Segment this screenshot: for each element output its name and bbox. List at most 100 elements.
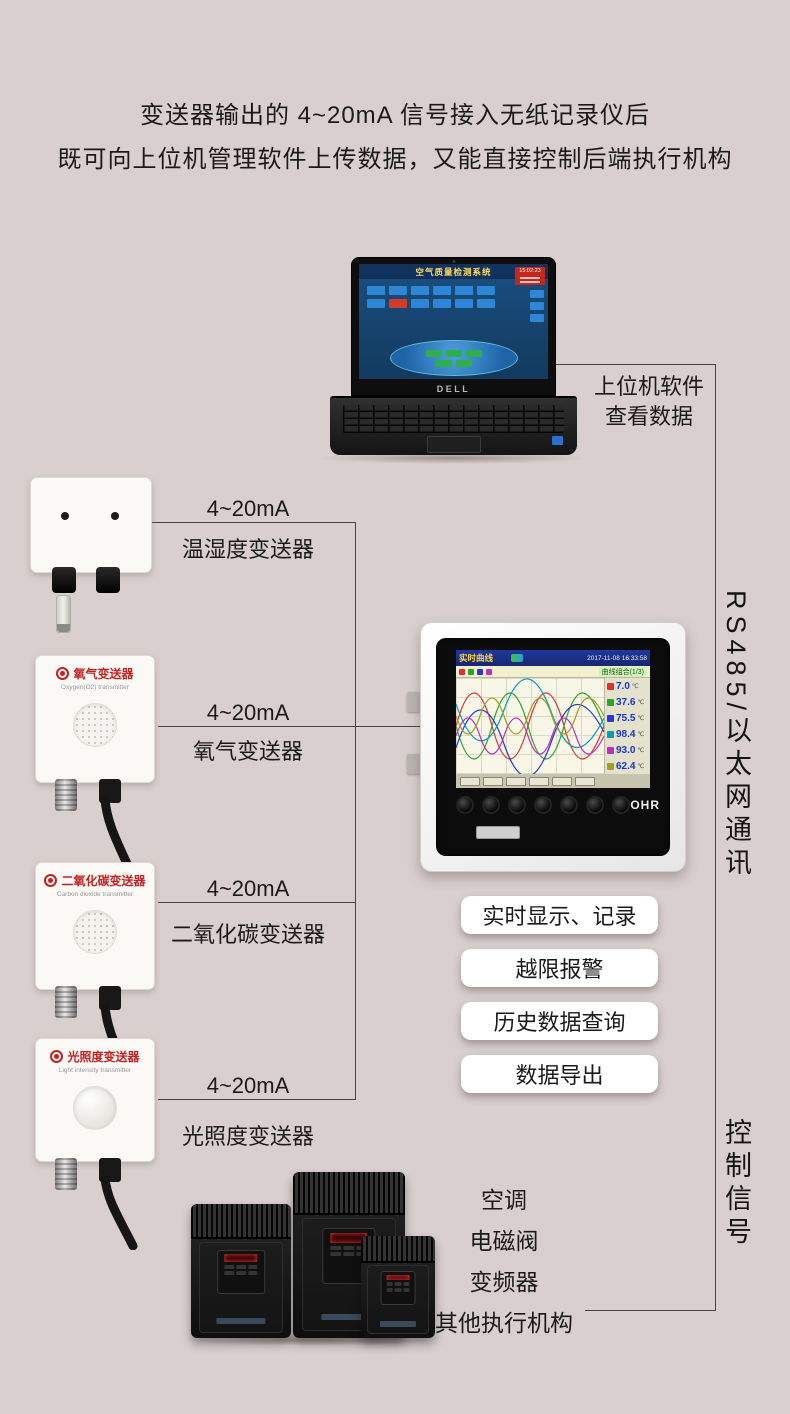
control-label: 控制信号 (721, 1118, 751, 1250)
channel-color-chip (607, 698, 614, 706)
metal-gland (55, 986, 77, 1018)
indicator-dot (61, 512, 69, 520)
led-display (330, 1233, 368, 1244)
recorder-plot-row: 7.0 ℃ 37.6 ℃ 75.5 ℃ (456, 678, 650, 774)
brand-strip (216, 1317, 266, 1324)
channel-unit: ℃ (631, 683, 639, 690)
device-body: 二氧化碳变送器 Carbon dioxide transmitter (35, 862, 155, 990)
transmitter-caption-2: 氧气变送器 (192, 739, 303, 764)
oxygen-transmitter-device: 氧气变送器 Oxygen(O2) transmitter (35, 655, 155, 881)
cable (100, 1176, 138, 1250)
panel-button (482, 796, 500, 814)
cable-gland (52, 567, 76, 593)
device-subtitle: Light intensity transmitter (58, 1067, 132, 1074)
device-title: 氧气变送器 (73, 667, 134, 681)
app-tile (455, 286, 473, 295)
sensor-probe (56, 595, 71, 633)
temp-humidity-transmitter-device (30, 477, 152, 637)
side-button (530, 302, 544, 310)
feature-badge-realtime: 实时显示、记录 (461, 896, 658, 934)
device-body: 光照度变送器 Light intensity transmitter (35, 1038, 155, 1162)
line-transmitter-2 (158, 726, 425, 727)
actuator-list: 空调 电磁阀 变频器 其他执行机构 (420, 1180, 588, 1344)
channel-list: 7.0 ℃ 37.6 ℃ 75.5 ℃ (604, 678, 650, 774)
device-title: 二氧化碳变送器 (61, 874, 146, 888)
side-button (530, 290, 544, 298)
device-subtitle: Oxygen(O2) transmitter (61, 684, 129, 691)
device-logo-icon (56, 667, 70, 680)
channel-value: 93.0 (616, 744, 636, 756)
sensor-dome (73, 1086, 117, 1130)
toolbar-button (529, 776, 549, 786)
curve-group-label: 曲线组合(1/3) (598, 666, 647, 677)
line-transmitter-4 (158, 1099, 355, 1100)
side-button (530, 314, 544, 322)
software-clock-panel: 15:02:23 (515, 267, 545, 285)
software-time: 15:02:23 (519, 268, 541, 274)
channel-color-chip (607, 762, 614, 770)
signal-label-4: 4~20mA (206, 1073, 290, 1098)
laptop-sticker (552, 436, 563, 445)
app-tile (455, 299, 473, 308)
device-body: 氧气变送器 Oxygen(O2) transmitter (35, 655, 155, 783)
laptop: 空气质量检测系统 15:02:23 (330, 257, 577, 457)
actuator-item-other: 其他执行机构 (435, 1310, 573, 1336)
channel-value: 75.5 (616, 712, 636, 724)
line-transmitter-3 (158, 902, 355, 903)
brand-strip (321, 1314, 377, 1321)
status-button (435, 359, 452, 367)
signal-label-1: 4~20mA (206, 496, 290, 521)
co2-transmitter-device: 二氧化碳变送器 Carbon dioxide transmitter (35, 862, 155, 1088)
comm-label: RS485/以太网通讯 (721, 590, 751, 882)
header: 变送器输出的 4~20mA 信号接入无纸记录仪后 既可向上位机管理软件上传数据，… (0, 94, 790, 182)
signal-label-3: 4~20mA (206, 876, 290, 901)
legend-chip (477, 668, 483, 675)
channel-unit: ℃ (637, 715, 645, 722)
legend-chip (468, 668, 474, 675)
mounting-tab (407, 754, 421, 774)
transmitter-caption-4: 光照度变送器 (181, 1124, 314, 1149)
device-logo-icon (50, 1050, 64, 1063)
recorder-bezel: 实时曲线 2017-11-08 16:33:58 曲线组合(1/3) (436, 638, 670, 856)
software-title: 空气质量检测系统 (415, 267, 492, 277)
laptop-screen: 空气质量检测系统 15:02:23 (351, 257, 556, 396)
channel-row: 98.4 ℃ (605, 726, 650, 742)
laptop-caption: 上位机软件 查看数据 (578, 372, 720, 432)
heatsink-fins (191, 1204, 291, 1239)
actuator-item-inverter: 变频器 (469, 1269, 539, 1295)
panel-button (508, 796, 526, 814)
device-subtitle: Carbon dioxide transmitter (56, 891, 134, 898)
laptop-base (330, 396, 577, 455)
software-side-buttons (530, 290, 544, 322)
actuator-item-solenoid: 电磁阀 (469, 1228, 539, 1254)
line-signal-bus (355, 522, 356, 1100)
sensor-opening (73, 703, 117, 747)
status-button (465, 349, 482, 357)
channel-color-chip (607, 746, 614, 754)
recorder-subbar: 曲线组合(1/3) (456, 666, 650, 678)
channel-value: 62.4 (616, 760, 636, 772)
keypad-keys (224, 1264, 258, 1275)
toolbar-button (460, 776, 480, 786)
metal-gland (55, 1158, 77, 1190)
inverter-face (199, 1241, 283, 1333)
app-tile (433, 286, 451, 295)
recorder-button-row (456, 796, 630, 814)
line-comm-vertical (715, 364, 716, 1311)
channel-color-chip (607, 714, 614, 722)
laptop-shadow (318, 452, 588, 464)
device-body (30, 477, 152, 573)
toolbar-button (575, 776, 595, 786)
laptop-caption-line-1: 上位机软件 (593, 374, 704, 399)
status-button (445, 349, 462, 357)
toolbar-button (552, 776, 572, 786)
channel-value: 98.4 (616, 728, 636, 740)
paperless-recorder: 实时曲线 2017-11-08 16:33:58 曲线组合(1/3) (407, 622, 686, 872)
metal-gland (55, 779, 77, 811)
channel-row: 62.4 ℃ (605, 758, 650, 774)
app-tile (389, 286, 407, 295)
device-title: 光照度变送器 (67, 1050, 140, 1064)
software-titlebar (359, 264, 548, 279)
recorder-titlebar: 实时曲线 2017-11-08 16:33:58 (456, 650, 650, 666)
channel-row: 75.5 ℃ (605, 710, 650, 726)
